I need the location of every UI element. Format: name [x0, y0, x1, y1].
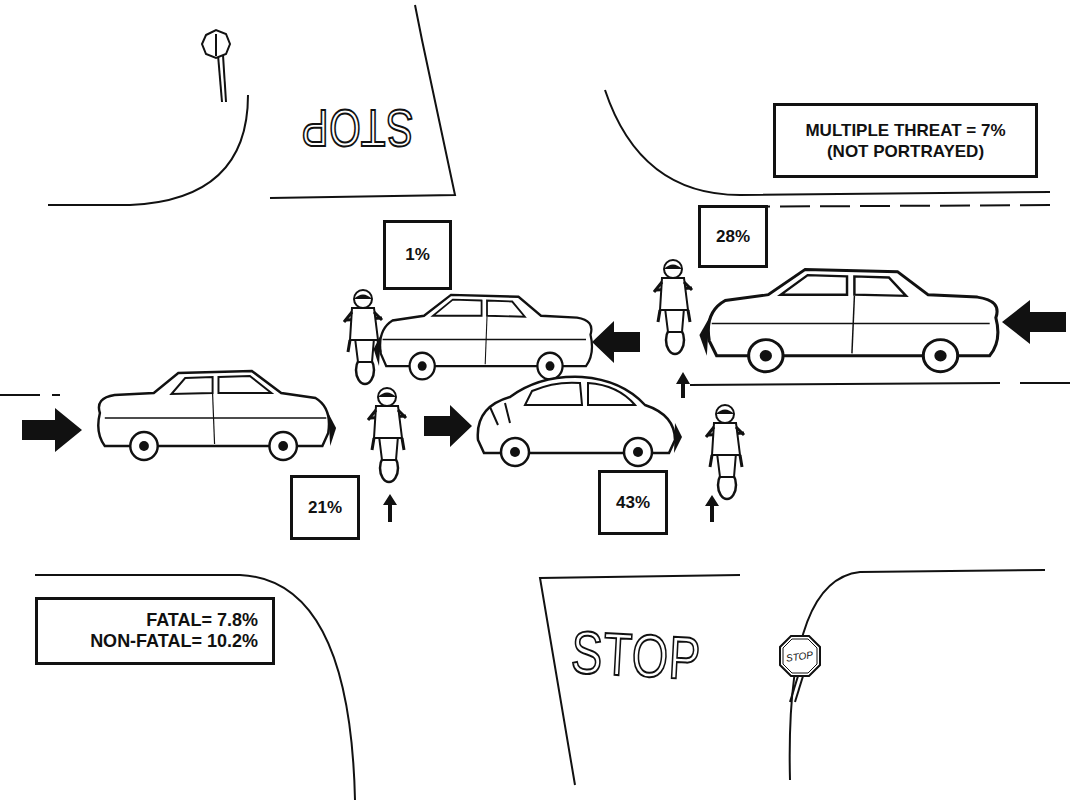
stop-sign-back — [202, 30, 230, 102]
note-text: MULTIPLE THREAT = 7% — [805, 120, 1005, 141]
motorcycle — [706, 405, 744, 499]
car — [98, 371, 336, 460]
note-text: FATAL= 7.8% — [146, 610, 258, 631]
percentage-value: 21% — [308, 498, 342, 518]
percentage-box: 21% — [290, 475, 360, 540]
lane-lines — [0, 205, 1070, 395]
stop-sign-post — [790, 676, 803, 702]
motorcycle — [344, 290, 382, 384]
note-text: NON-FATAL= 10.2% — [90, 631, 258, 652]
percentage-value: 43% — [616, 493, 650, 513]
road-marking: STOP — [570, 623, 703, 690]
direction-arrows — [22, 300, 1066, 522]
car — [374, 295, 592, 380]
percentage-value: 1% — [405, 245, 430, 265]
percentage-box: 43% — [598, 470, 668, 535]
percentage-value: 28% — [716, 227, 750, 247]
percentage-box: 1% — [383, 220, 452, 290]
statistics-box: FATAL= 7.8%NON-FATAL= 10.2% — [35, 597, 275, 665]
motorcycle — [368, 388, 406, 482]
car — [699, 269, 997, 371]
note-box: MULTIPLE THREAT = 7%(NOT PORTRAYED) — [773, 103, 1038, 178]
percentage-box: 28% — [698, 205, 768, 268]
stop-sign: STOP — [778, 634, 822, 678]
road-marking: STOP — [301, 102, 414, 154]
note-text: (NOT PORTRAYED) — [827, 141, 984, 162]
beetle-car — [478, 377, 682, 466]
curb-lines — [35, 5, 1050, 800]
motorcycle — [654, 260, 692, 354]
